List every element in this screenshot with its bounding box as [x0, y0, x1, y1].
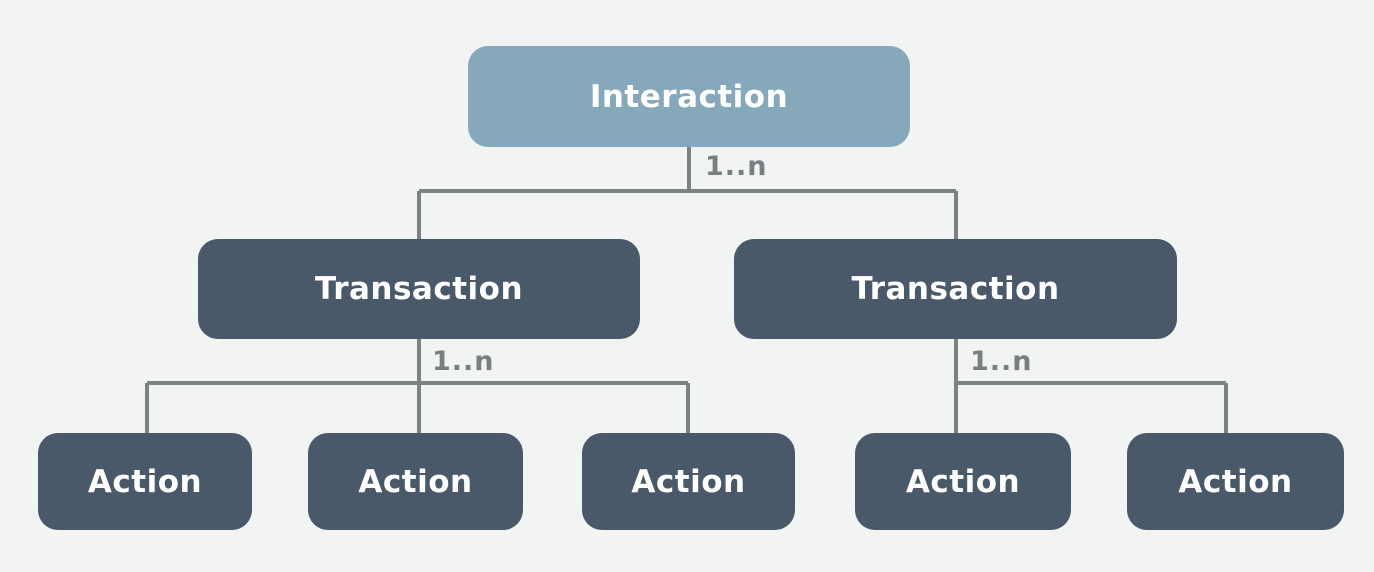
node-action-2: Action: [308, 433, 523, 530]
node-transaction-right-label: Transaction: [851, 271, 1060, 307]
node-action-2-label: Action: [358, 463, 473, 500]
connector-path: [145, 147, 1228, 433]
edge-label-interaction-to-transactions: 1..n: [705, 151, 768, 182]
node-action-5-label: Action: [1178, 463, 1293, 500]
node-transaction-left: Transaction: [198, 239, 640, 339]
node-action-4-label: Action: [905, 463, 1021, 500]
node-action-3: Action: [582, 433, 795, 530]
node-action-5: Action: [1127, 433, 1344, 530]
node-action-1-label: Action: [87, 463, 203, 500]
node-interaction: Interaction: [468, 46, 910, 147]
edge-label-transaction-right-to-actions: 1..n: [970, 346, 1033, 377]
node-transaction-right: Transaction: [734, 239, 1177, 339]
node-transaction-left-label: Transaction: [314, 271, 524, 307]
node-action-4: Action: [855, 433, 1071, 530]
node-interaction-label: Interaction: [589, 78, 789, 115]
edge-label-transaction-left-to-actions: 1..n: [432, 346, 495, 377]
node-action-3-label: Action: [631, 463, 746, 500]
node-action-1: Action: [38, 433, 252, 530]
